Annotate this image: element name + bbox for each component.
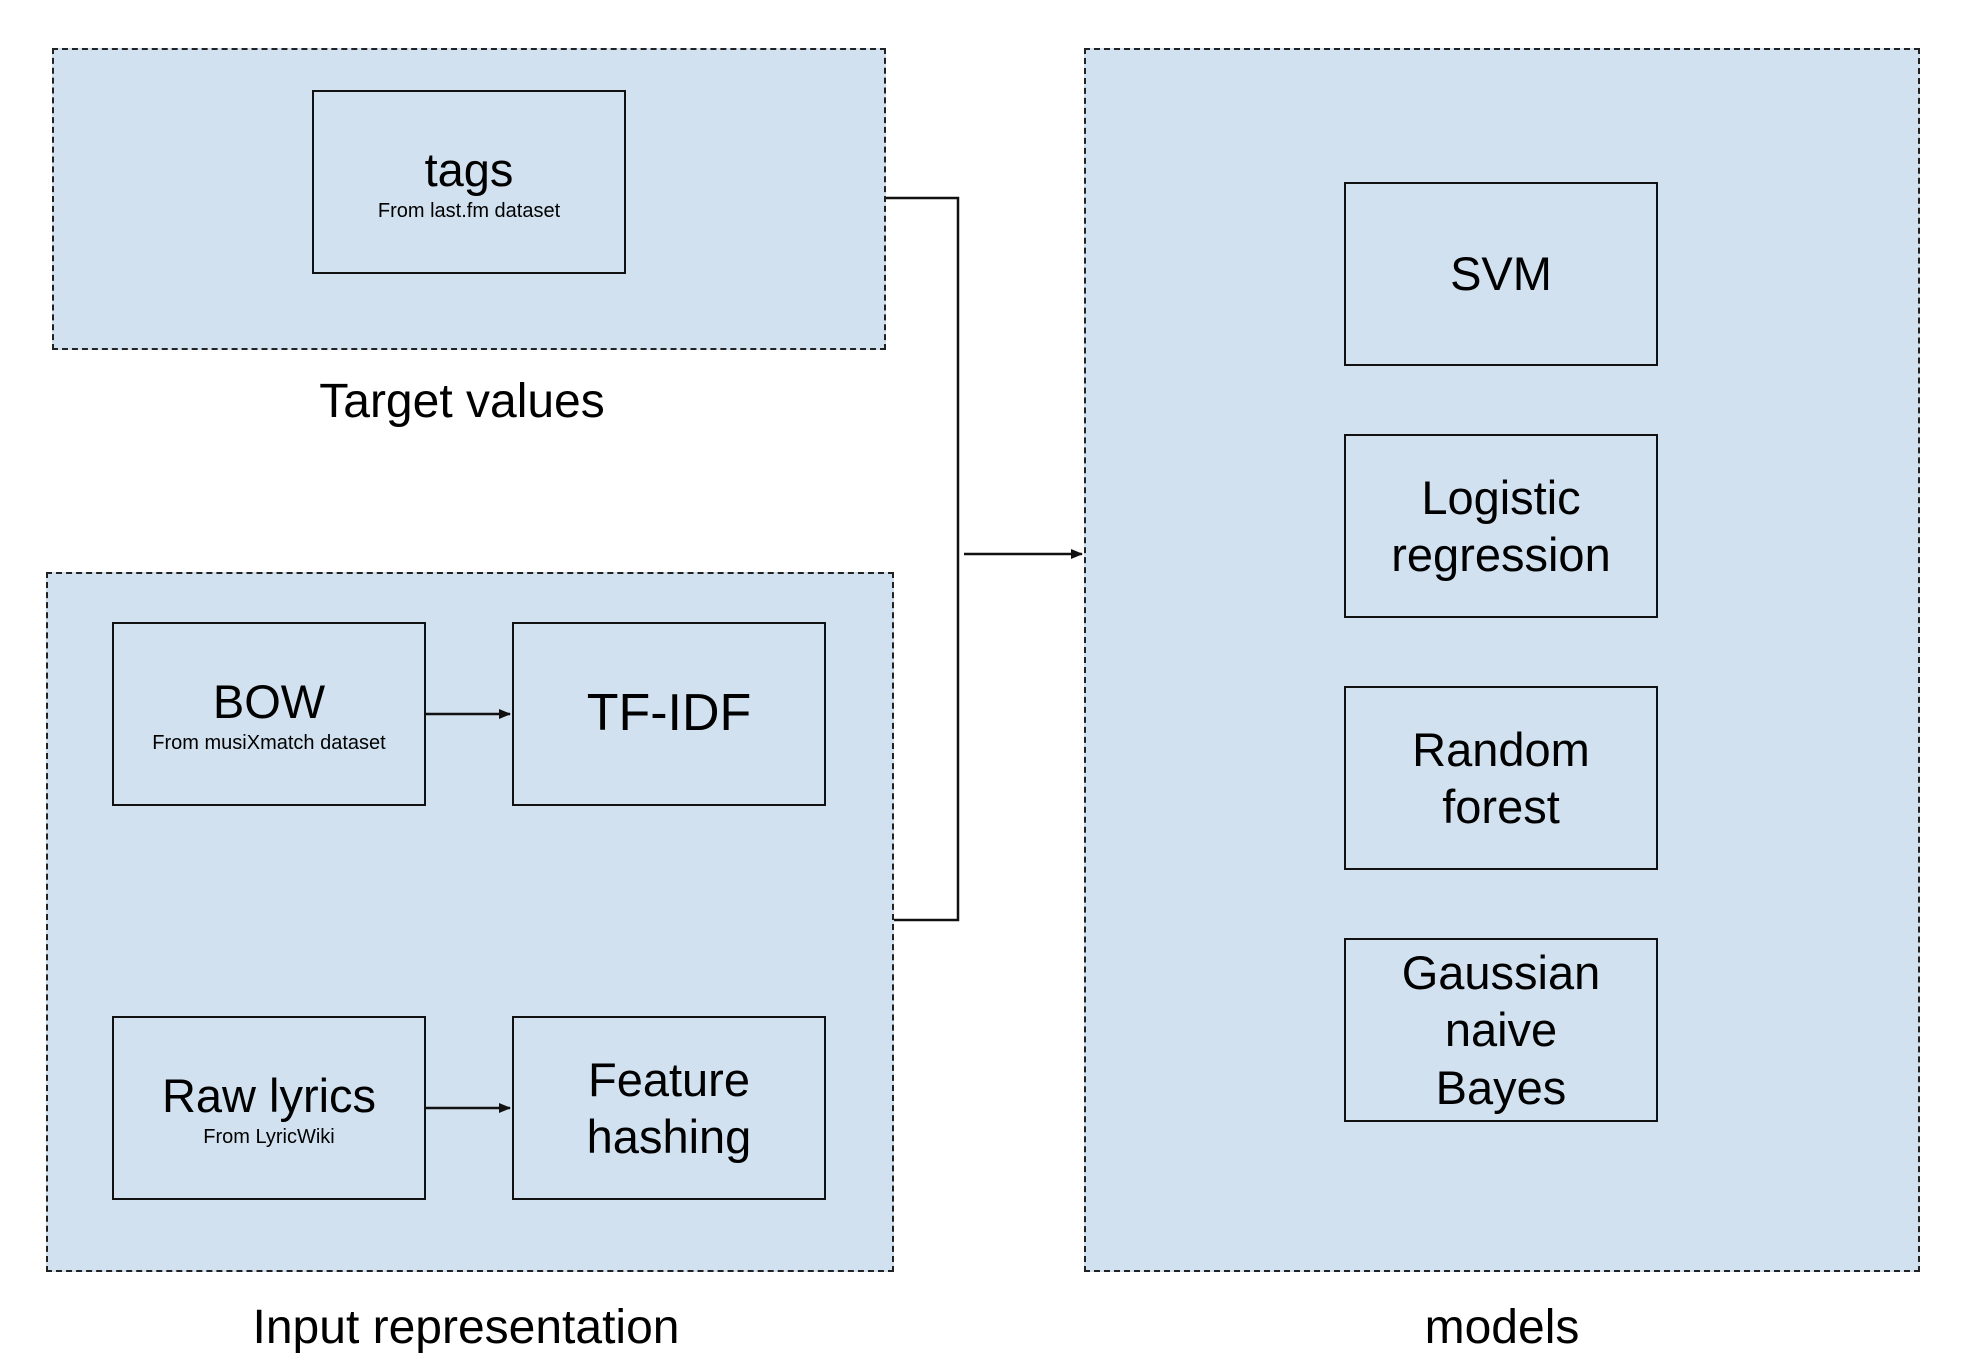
raw-lyrics-box: Raw lyrics From LyricWiki (112, 1016, 426, 1200)
logistic-regression-title: Logistic regression (1391, 470, 1611, 581)
random-forest-box: Random forest (1344, 686, 1658, 870)
models-caption: models (1424, 1301, 1580, 1354)
bow-box: BOW From musiXmatch dataset (112, 622, 426, 806)
bow-title: BOW (212, 674, 326, 728)
svm-box: SVM (1344, 182, 1658, 366)
svm-title: SVM (1450, 247, 1552, 301)
feature-hashing-box: Feature hashing (512, 1016, 826, 1200)
gaussian-naive-bayes-box: Gaussian naive Bayes (1344, 938, 1658, 1122)
raw-lyrics-title: Raw lyrics (161, 1068, 377, 1122)
bow-subtitle: From musiXmatch dataset (152, 732, 386, 755)
logistic-regression-box: Logistic regression (1344, 434, 1658, 618)
gaussian-naive-bayes-title: Gaussian naive Bayes (1401, 946, 1601, 1114)
feature-hashing-title: Feature hashing (586, 1052, 752, 1163)
tags-title: tags (424, 142, 514, 196)
tfidf-title: TF-IDF (586, 684, 752, 743)
raw-lyrics-subtitle: From LyricWiki (203, 1126, 335, 1149)
tfidf-box: TF-IDF (512, 622, 826, 806)
tags-subtitle: From last.fm dataset (377, 200, 561, 223)
tags-box: tags From last.fm dataset (312, 90, 626, 274)
random-forest-title: Random forest (1412, 722, 1590, 833)
target-to-models-line (886, 196, 960, 922)
target-values-caption: Target values (319, 375, 605, 428)
input-representation-caption: Input representation (252, 1301, 680, 1354)
